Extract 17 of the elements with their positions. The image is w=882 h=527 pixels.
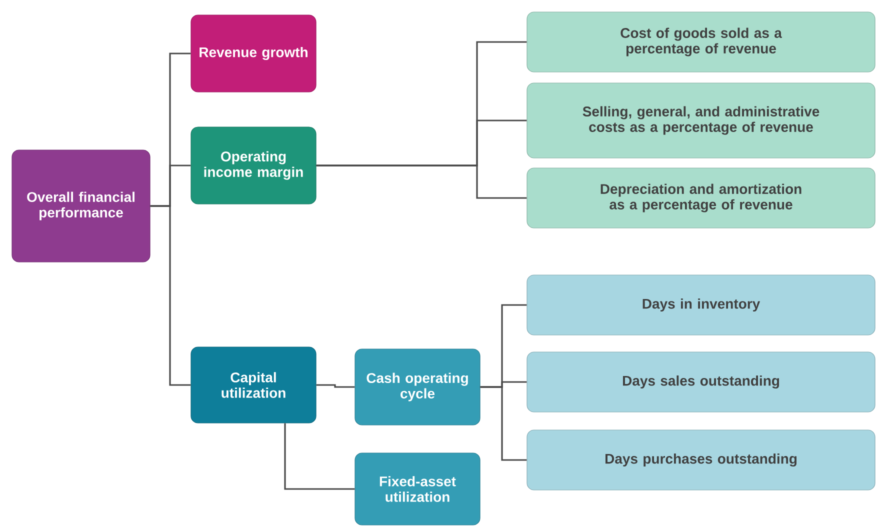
connector xyxy=(150,205,191,386)
connector xyxy=(480,386,527,461)
metric-box: Days in inventory xyxy=(526,274,876,336)
connector xyxy=(316,164,527,199)
metric-box: Days purchases outstanding xyxy=(526,430,876,490)
category-box: Operating income margin xyxy=(190,126,316,204)
metric-box: Selling, general, and administrative costs as a percentage of revenue xyxy=(526,82,876,158)
category-box: Cash operating cycle xyxy=(354,348,480,426)
category-box: Revenue growth xyxy=(190,14,316,92)
category-box: Overall financial performance xyxy=(12,150,150,262)
metric-box: Days sales outstanding xyxy=(526,352,876,412)
metric-box: Depreciation and amortization as a percentage of revenue xyxy=(526,168,876,228)
category-box: Fixed-asset utilization xyxy=(354,452,480,526)
connector xyxy=(316,384,355,388)
metric-box: Cost of goods sold as a percentage of revenue xyxy=(526,12,876,72)
category-box: Capital utilization xyxy=(190,346,316,424)
connector xyxy=(284,423,355,490)
